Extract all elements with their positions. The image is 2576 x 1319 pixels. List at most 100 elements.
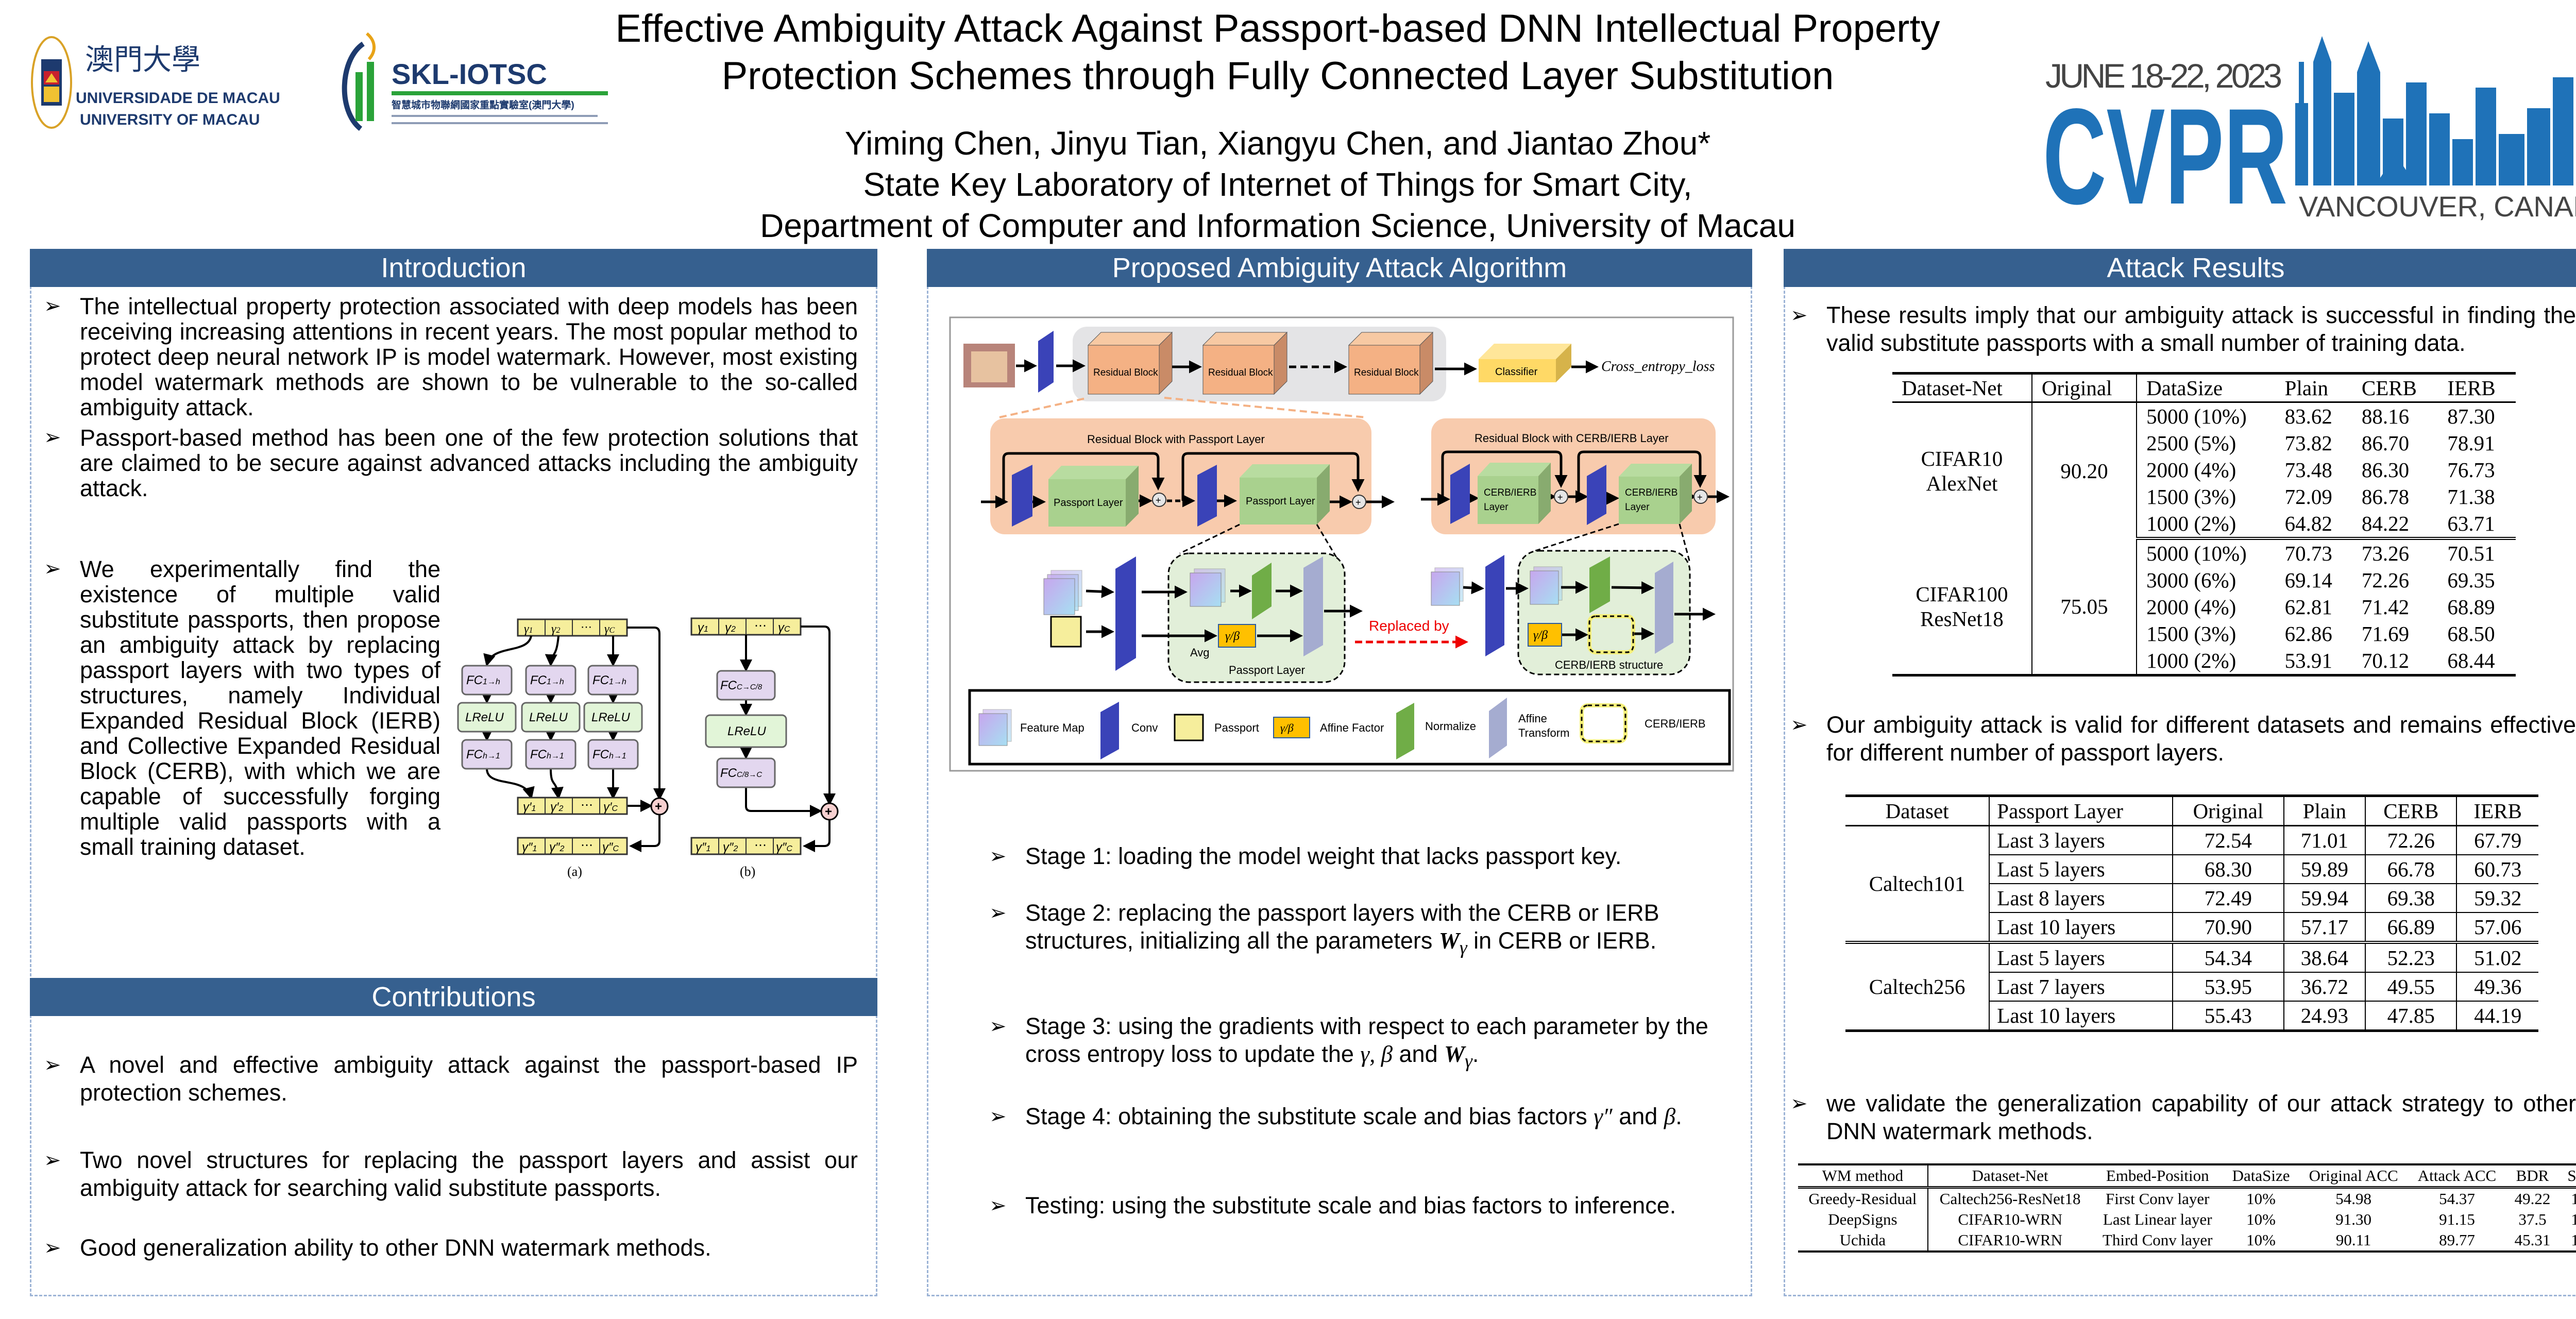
caption-a: (a): [567, 864, 582, 879]
table-cell: 68.50: [2447, 622, 2495, 646]
table-cell: 73.26: [2361, 542, 2410, 565]
normalize-icon: [1589, 556, 1610, 613]
table-cell: CIFAR10-WRN: [1958, 1210, 2062, 1228]
arrow-bullet-icon: ➢: [989, 1194, 1007, 1217]
svg-text:⋯: ⋯: [754, 838, 767, 852]
svg-text:Layer: Layer: [1484, 502, 1509, 513]
table-cell: 78.91: [2447, 431, 2495, 455]
vancouver-skyline-icon: [2295, 36, 2573, 185]
figure-legend: [968, 689, 1731, 766]
contribution-bullet-3: ➢Good generalization ability to other DN…: [44, 1235, 711, 1261]
column-header: Attack ACC: [2408, 1164, 2506, 1189]
table-cell: 45.31: [2514, 1231, 2551, 1249]
table-cell: 68.89: [2447, 595, 2495, 619]
table-cell: 72.09: [2284, 485, 2332, 509]
svg-text:Passport: Passport: [1214, 721, 1259, 734]
table-cell: 100: [2571, 1210, 2576, 1228]
classifier-block: Classifier: [1479, 344, 1571, 382]
svg-text:+: +: [1557, 492, 1563, 502]
legend-feature-map: Feature Map: [978, 709, 1084, 746]
svg-text:CERB/IERB: CERB/IERB: [1645, 717, 1706, 730]
column-header: Original: [2172, 796, 2284, 826]
table-cell: 89.77: [2439, 1231, 2475, 1249]
intro-bullet-1: ➢ The intellectual property protection a…: [44, 293, 858, 420]
svg-text:Feature Map: Feature Map: [1020, 721, 1084, 734]
column-header: CERB: [2365, 796, 2457, 826]
conv-icon: [1587, 465, 1606, 525]
title-line-1: Effective Ambiguity Attack Against Passp…: [615, 7, 1940, 50]
add-icon: [1352, 495, 1366, 509]
title-line-2: Protection Schemes through Fully Connect…: [721, 54, 1834, 98]
table-cell: 49.55: [2365, 972, 2457, 1002]
table-cell: 86.70: [2361, 431, 2410, 455]
arrow-bullet-icon: ➢: [44, 1054, 61, 1076]
table-cell: Last 7 layers: [1989, 972, 2173, 1002]
table-cell: Third Conv layer: [2102, 1231, 2213, 1249]
author-block: Yiming Chen, Jinyu Tian, Xiangyu Chen, a…: [546, 123, 2009, 246]
fc-label: FCC→C/8: [720, 679, 762, 692]
table-cell: 1500 (3%): [2146, 485, 2236, 509]
affiliation-2: Department of Computer and Information S…: [760, 207, 1795, 244]
affine-factor-icon: [1528, 623, 1562, 647]
table-cell: 71.69: [2361, 622, 2410, 646]
residual-block: Residual Block: [1202, 331, 1288, 395]
table-cell: 54.34: [2172, 942, 2284, 973]
table-cell: 49.36: [2456, 972, 2538, 1002]
table-cell: 100: [2571, 1190, 2576, 1208]
svg-text:γ′2: γ′2: [550, 800, 564, 814]
table-cell: Last 3 layers: [1989, 825, 2173, 855]
svg-text:Layer: Layer: [1625, 502, 1650, 513]
table-cell: 90.11: [2335, 1231, 2371, 1249]
passport-icon: [1050, 616, 1082, 648]
svg-text:Transform: Transform: [1518, 726, 1569, 739]
column-header: Plain: [2275, 373, 2352, 403]
feature-map-icon: [1190, 568, 1226, 607]
table-cell: 70.12: [2361, 649, 2410, 672]
table-cell: 5000 (10%): [2146, 404, 2247, 428]
svg-text:Affine: Affine: [1518, 712, 1547, 725]
table-cell: 60.73: [2456, 855, 2538, 884]
table-cell: 84.22: [2352, 510, 2438, 540]
passport-layer-label: Passport Layer: [1229, 664, 1305, 677]
arrow-bullet-icon: ➢: [44, 557, 61, 580]
dataset-cell: Caltech256: [1845, 942, 1990, 1031]
table-cell: 53.95: [2172, 972, 2284, 1002]
fc-label: FC1→h: [530, 673, 564, 687]
poster-title: Effective Ambiguity Attack Against Passp…: [546, 5, 2009, 100]
table-cell: 100: [2571, 1231, 2576, 1249]
replaced-by-label: Replaced by: [1369, 618, 1449, 634]
authors: Yiming Chen, Jinyu Tian, Xiangyu Chen, a…: [844, 125, 1711, 162]
cvpr-name: CVPR: [2045, 80, 2287, 227]
svg-text:γ/β: γ/β: [1225, 630, 1240, 643]
avg-label: Avg: [1190, 646, 1210, 659]
stage-testing: ➢Testing: using the substitute scale and…: [989, 1192, 1676, 1219]
add-icon: [650, 797, 669, 816]
column-header: Dataset: [1845, 796, 1990, 826]
affine-transform-icon: [1303, 556, 1323, 656]
svg-text:Affine Factor: Affine Factor: [1320, 721, 1384, 734]
svg-text:CERB/IERB: CERB/IERB: [1484, 487, 1536, 498]
conv-icon: [1115, 556, 1136, 671]
table-cell: 86.30: [2361, 458, 2410, 482]
table-cell: 76.73: [2447, 458, 2495, 482]
affiliation-1: State Key Laboratory of Internet of Thin…: [863, 166, 1692, 203]
cvpr-location: VANCOUVER, CANADA: [2299, 190, 2576, 223]
svg-text:Conv: Conv: [1131, 721, 1158, 734]
cerb-diagram: γ1 γ2 ⋯ γC FCC→C/8 LReLU FCC/8→C: [690, 617, 839, 879]
arrow-bullet-icon: ➢: [44, 1237, 61, 1259]
dataset-net-line: CIFAR10: [1921, 446, 2003, 470]
svg-text:+: +: [1355, 497, 1361, 508]
results-bullet-3: ➢we validate the generalization capabili…: [1790, 1090, 2576, 1144]
fc-label: FCC/8→C: [720, 766, 762, 780]
svg-text:γ″2: γ″2: [723, 840, 738, 854]
fc-label: FCh→1: [592, 748, 626, 762]
